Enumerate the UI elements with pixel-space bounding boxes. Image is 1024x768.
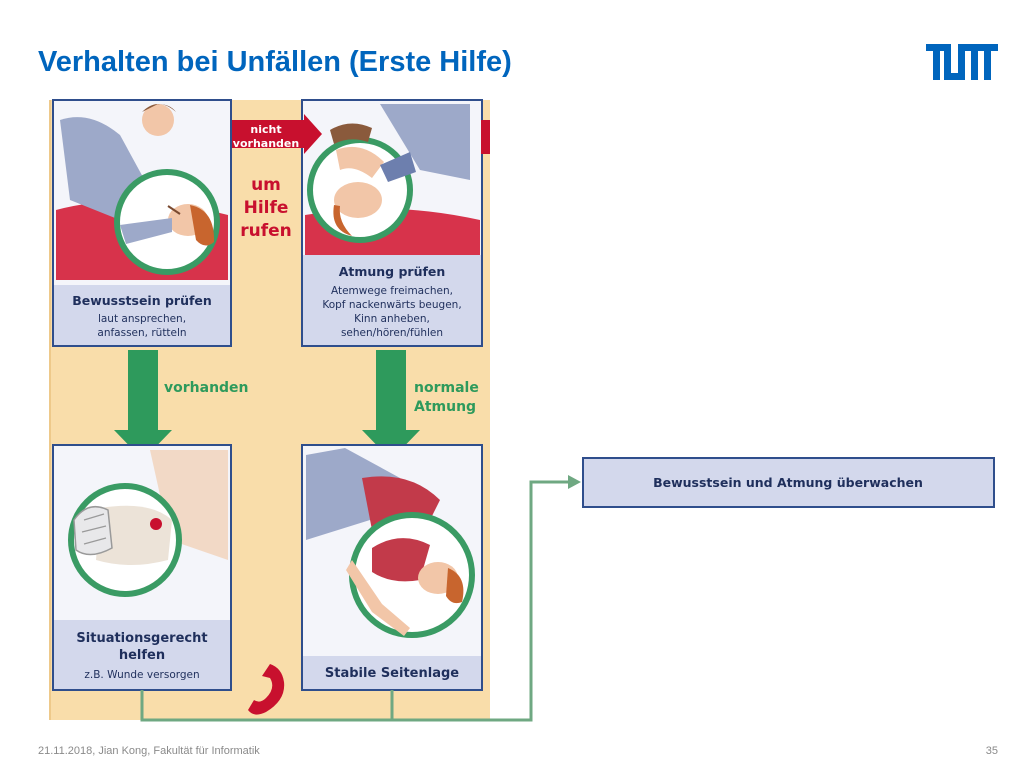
panel-breathing-desc-3: Kinn anheben, (354, 313, 430, 325)
panel-consciousness-desc-1: laut ansprechen, (98, 313, 186, 325)
arrow-not-present: nicht vorhanden (232, 114, 322, 154)
arrow-normal-breathing: normale Atmung (362, 350, 479, 460)
arrow-not-present-continued (481, 120, 490, 154)
panel-situational-title-1: Situationsgerecht (76, 631, 207, 646)
arrow-normal-breathing-label-2: Atmung (414, 399, 476, 415)
monitor-connector-arrowhead (568, 475, 581, 489)
panel-consciousness-title: Bewusstsein prüfen (72, 293, 212, 308)
call-for-help-text: um Hilfe rufen (240, 175, 292, 241)
phone-icon (248, 664, 285, 715)
panel-situational-help: Situationsgerecht helfen z.B. Wunde vers… (52, 444, 232, 691)
panel-recovery-position: Stabile Seitenlage (301, 444, 483, 691)
panel-situational-title-2: helfen (119, 648, 165, 663)
panel-recovery-title: Stabile Seitenlage (325, 666, 459, 681)
monitor-box-label: Bewusstsein und Atmung überwachen (653, 475, 923, 490)
arrow-normal-breathing-label-1: normale (414, 380, 479, 396)
monitor-box: Bewusstsein und Atmung überwachen (582, 457, 995, 508)
panel-breathing-desc-1: Atemwege freimachen, (331, 285, 453, 297)
arrow-present-label: vorhanden (164, 380, 249, 396)
wound-care-illustration (68, 450, 228, 597)
recovery-position-illustration (306, 448, 475, 638)
check-consciousness-illustration (56, 104, 228, 280)
footer-info: 21.11.2018, Jian Kong, Fakultät für Info… (38, 745, 260, 757)
panel-breathing-title: Atmung prüfen (339, 264, 446, 279)
panel-consciousness: Bewusstsein prüfen laut ansprechen, anfa… (52, 99, 232, 347)
slide-title: Verhalten bei Unfällen (Erste Hilfe) (38, 46, 512, 78)
tum-logo (926, 44, 998, 80)
arrow-present: vorhanden (114, 350, 249, 460)
panel-consciousness-desc-2: anfassen, rütteln (97, 327, 186, 339)
panel-breathing: Atmung prüfen Atemwege freimachen, Kopf … (301, 99, 483, 347)
arrow-not-present-label-2: vorhanden (233, 137, 299, 150)
arrow-not-present-label-1: nicht (250, 123, 281, 136)
page-number: 35 (985, 745, 998, 757)
check-breathing-illustration (305, 104, 480, 255)
panel-situational-desc: z.B. Wunde versorgen (84, 669, 199, 681)
call-help-line-2: Hilfe (244, 198, 289, 218)
panel-breathing-desc-4: sehen/hören/fühlen (341, 327, 443, 339)
call-help-line-1: um (251, 175, 281, 195)
panel-breathing-desc-2: Kopf nackenwärts beugen, (322, 299, 461, 311)
call-help-line-3: rufen (240, 221, 292, 241)
monitor-connector (140, 480, 570, 722)
